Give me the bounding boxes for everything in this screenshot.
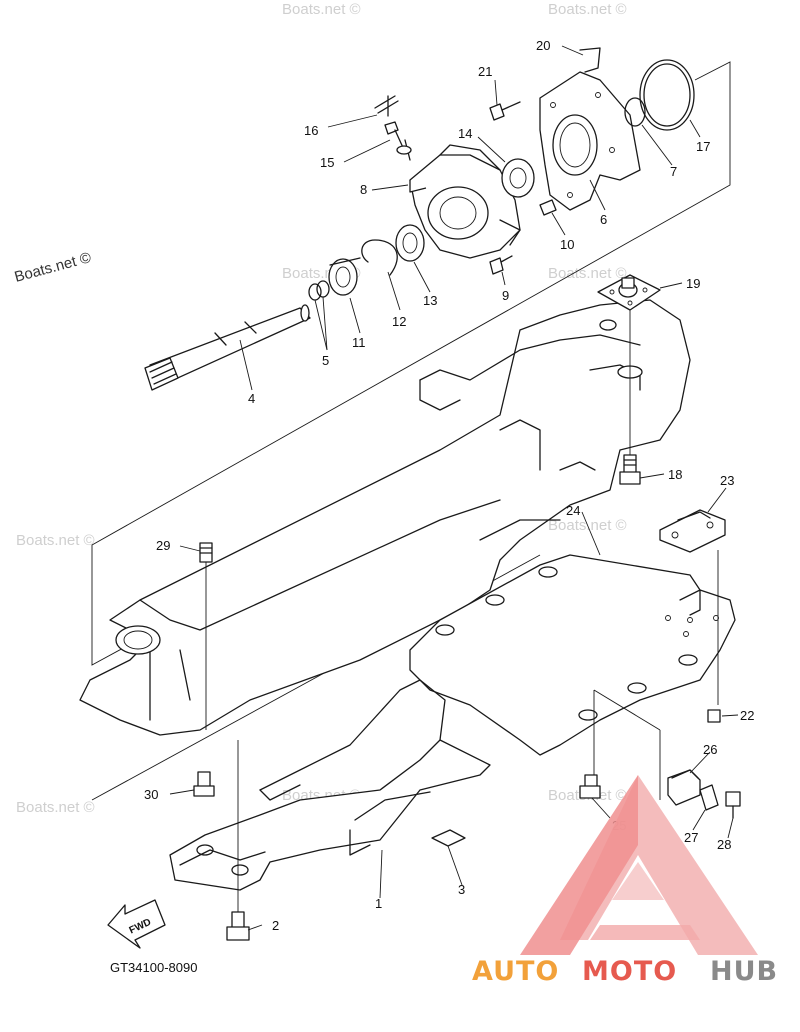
callout-10: 10 bbox=[560, 237, 574, 252]
callout-23: 23 bbox=[720, 473, 734, 488]
callout-6: 6 bbox=[600, 212, 607, 227]
callout-24: 24 bbox=[566, 503, 580, 518]
callout-26: 26 bbox=[703, 742, 717, 757]
drive-shaft-4 bbox=[144, 304, 311, 391]
circlip-12 bbox=[361, 239, 398, 276]
callout-28: 28 bbox=[717, 837, 731, 852]
callout-12: 12 bbox=[392, 314, 406, 329]
callout-8: 8 bbox=[360, 182, 367, 197]
bolt-15 bbox=[384, 121, 412, 161]
callout-18: 18 bbox=[668, 467, 682, 482]
callout-30: 30 bbox=[144, 787, 158, 802]
part-code: GT34100-8090 bbox=[110, 960, 197, 975]
watermark-text: Boats.net © bbox=[16, 532, 95, 549]
callout-11: 11 bbox=[352, 335, 366, 350]
bolt-2 bbox=[226, 911, 250, 941]
callout-16: 16 bbox=[304, 123, 318, 138]
washer-27 bbox=[699, 784, 719, 811]
watermark-text: Boats.net © bbox=[13, 249, 93, 286]
bearing-11 bbox=[328, 257, 361, 296]
bracket-23 bbox=[659, 509, 726, 553]
bearing-housing-8 bbox=[409, 144, 521, 259]
bolt-18 bbox=[619, 454, 641, 485]
bearing-13 bbox=[395, 224, 425, 262]
bolt-21 bbox=[489, 101, 521, 121]
callout-29: 29 bbox=[156, 538, 170, 553]
bolt-25 bbox=[579, 774, 601, 799]
callout-17: 17 bbox=[696, 139, 710, 154]
bolt-22 bbox=[707, 709, 721, 723]
callout-13: 13 bbox=[423, 293, 437, 308]
callout-2: 2 bbox=[272, 918, 279, 933]
brand-part-auto: AUTO bbox=[472, 956, 559, 987]
bracket-26 bbox=[667, 769, 701, 806]
callout-15: 15 bbox=[320, 155, 334, 170]
callout-1: 1 bbox=[375, 896, 382, 911]
watermark-text: Boats.net © bbox=[548, 1, 627, 18]
seal-7 bbox=[624, 97, 646, 127]
clip-20 bbox=[579, 47, 601, 73]
pin-10 bbox=[539, 199, 557, 216]
callout-3: 3 bbox=[458, 882, 465, 897]
callout-9: 9 bbox=[502, 288, 509, 303]
pump-housing bbox=[79, 299, 691, 736]
watermark-text: Boats.net © bbox=[282, 1, 361, 18]
callout-27: 27 bbox=[684, 830, 698, 845]
leader-lines bbox=[169, 45, 739, 931]
bolt-9 bbox=[489, 255, 513, 275]
bearing-14 bbox=[501, 158, 535, 198]
callout-20: 20 bbox=[536, 38, 550, 53]
callout-14: 14 bbox=[458, 126, 472, 141]
part-3-pad bbox=[431, 829, 466, 847]
brand-wordmark: AUTO MOTO HUB bbox=[472, 956, 778, 987]
bolt-29 bbox=[199, 542, 213, 563]
callout-4: 4 bbox=[248, 391, 255, 406]
plate-24 bbox=[409, 554, 736, 756]
brand-part-moto: MOTO bbox=[582, 956, 677, 987]
fwd-arrow: FWD bbox=[107, 899, 166, 949]
clip-16 bbox=[374, 95, 399, 117]
callout-19: 19 bbox=[686, 276, 700, 291]
callout-5: 5 bbox=[322, 353, 329, 368]
callout-21: 21 bbox=[478, 64, 492, 79]
callout-7: 7 bbox=[670, 164, 677, 179]
watermark-text: Boats.net © bbox=[548, 265, 627, 282]
bolt-28 bbox=[725, 791, 741, 819]
brand-part-hub: HUB bbox=[710, 956, 778, 987]
cover-plate-6 bbox=[539, 71, 641, 211]
callout-numbers: 1 2 3 4 5 6 7 8 9 10 11 12 13 14 15 16 1… bbox=[144, 38, 754, 933]
intake-duct-1 bbox=[169, 679, 491, 891]
washer-19 bbox=[597, 274, 661, 311]
watermark-text: Boats.net © bbox=[16, 799, 95, 816]
bolt-30 bbox=[193, 771, 215, 797]
callout-22: 22 bbox=[740, 708, 754, 723]
seal-17 bbox=[639, 59, 695, 131]
brand-logo bbox=[520, 775, 758, 955]
o-rings-5 bbox=[308, 280, 330, 301]
